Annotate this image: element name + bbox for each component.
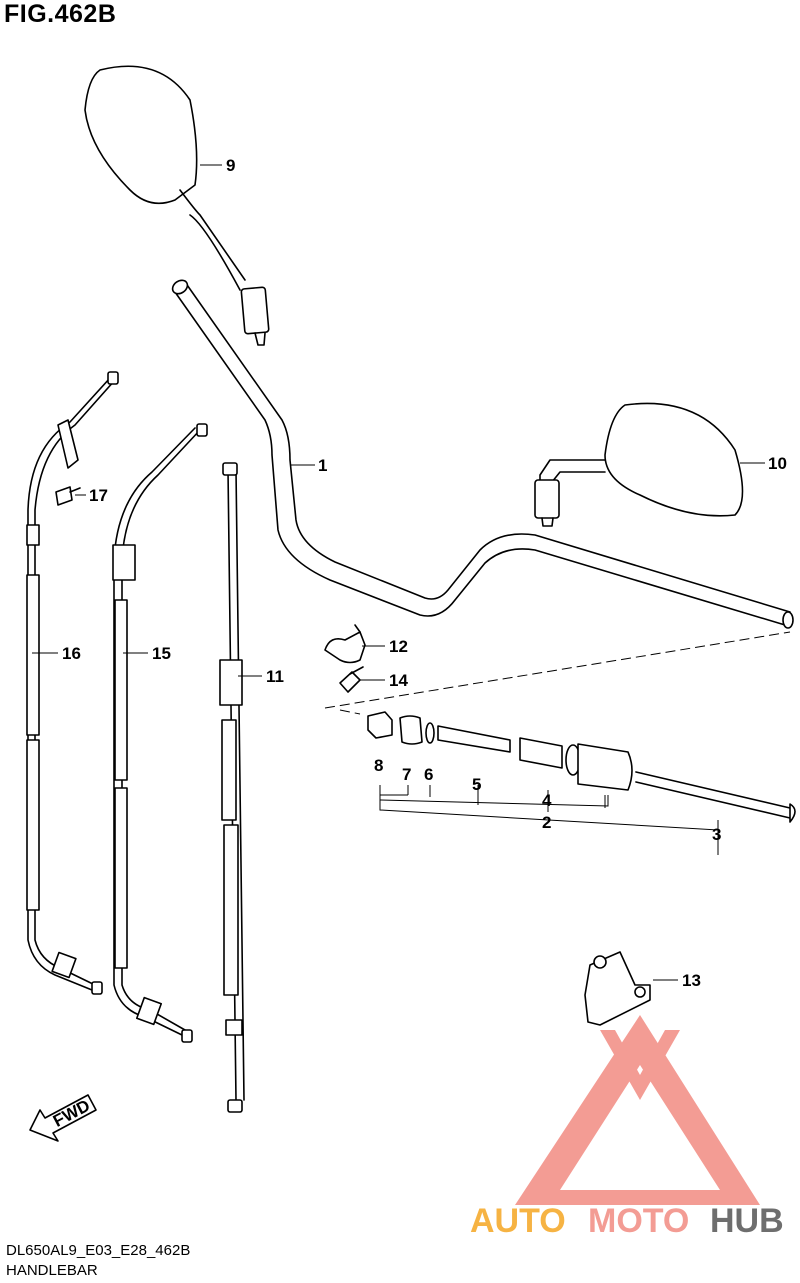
callout-9: 9 (226, 156, 235, 175)
callout-17: 17 (89, 486, 108, 505)
watermark-brand-moto: MOTO (588, 1202, 689, 1240)
callout-11: 11 (266, 667, 284, 686)
callout-brackets (379, 785, 719, 855)
callout-4: 4 (542, 791, 552, 810)
watermark-inner-mark (600, 1030, 680, 1100)
callout-2: 2 (542, 813, 551, 832)
part-12-clip (324, 624, 366, 664)
diagram-code: DL650AL9_E03_E28_462B (6, 1242, 191, 1259)
callout-6: 6 (424, 765, 433, 784)
part-11-cable (219, 462, 245, 1113)
watermark-triangle (515, 1015, 760, 1205)
callout-8: 8 (374, 756, 383, 775)
part-15-cable (112, 423, 208, 1043)
watermark-logo: AUTO MOTO HUB (470, 1015, 784, 1240)
part-6-washer (425, 722, 435, 744)
callout-12: 12 (389, 637, 408, 656)
part-7-collar (399, 715, 423, 745)
part-5-sleeve (437, 725, 511, 753)
part-14-bolt (339, 666, 364, 693)
callout-15: 15 (152, 644, 171, 663)
part-10-right-mirror (534, 402, 744, 527)
leader-lines (32, 164, 765, 981)
callout-5: 5 (472, 775, 481, 794)
callout-10: 10 (768, 454, 787, 473)
part-3-screw (635, 771, 791, 809)
callout-3: 3 (712, 825, 721, 844)
part-2-balancer (577, 743, 633, 791)
part-16-cable (26, 371, 119, 995)
bar-end-assembly (367, 711, 796, 823)
fwd-arrow[interactable]: FWD (29, 1094, 97, 1142)
watermark-brand-auto: AUTO (470, 1202, 566, 1240)
watermark-brand-hub: HUB (710, 1202, 784, 1240)
part-8-nut (367, 711, 393, 739)
diagram-name: HANDLEBAR (6, 1262, 98, 1279)
part-17-screw (55, 486, 81, 506)
figure-title: FIG.462B (4, 0, 117, 28)
part-4-damper (519, 737, 563, 769)
callout-labels: 1 2 3 4 5 6 7 8 9 10 11 12 13 14 15 16 1… (62, 156, 787, 990)
part-13-bracket (584, 951, 651, 1026)
fwd-label: FWD (50, 1096, 93, 1131)
callout-14: 14 (389, 671, 408, 690)
explode-lines (324, 631, 791, 715)
callout-16: 16 (62, 644, 81, 663)
callout-7: 7 (402, 765, 411, 784)
callout-13: 13 (682, 971, 701, 990)
part-1-handlebar (171, 279, 794, 629)
part-9-left-mirror (84, 65, 270, 346)
callout-1: 1 (318, 456, 327, 475)
